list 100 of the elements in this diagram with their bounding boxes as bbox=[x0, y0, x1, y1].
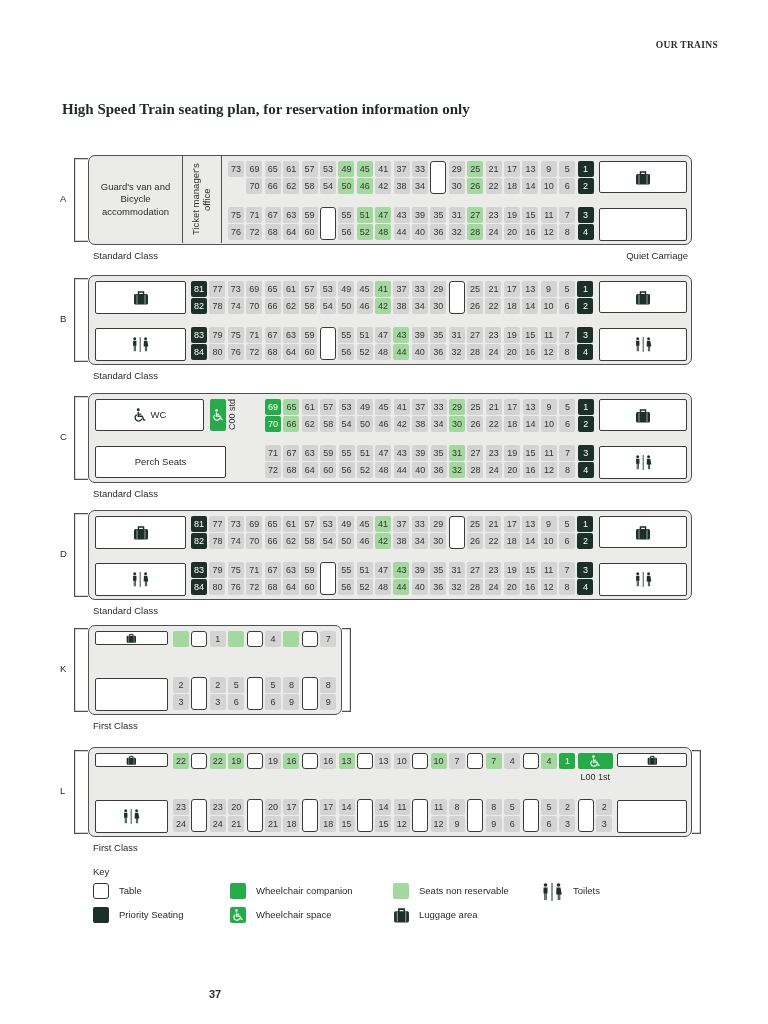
seat: 68 bbox=[264, 344, 281, 360]
class-label: Standard Class bbox=[93, 605, 158, 617]
priority-seat: 83 bbox=[191, 562, 207, 578]
seat: 67 bbox=[283, 445, 300, 461]
seat: 80 bbox=[209, 344, 226, 360]
priority-seat: 4 bbox=[577, 579, 594, 595]
table bbox=[319, 327, 336, 360]
seat: 13 bbox=[522, 516, 539, 532]
table bbox=[412, 753, 429, 769]
seat: 27 bbox=[467, 562, 483, 578]
priority-seat: 81 bbox=[191, 516, 207, 532]
class-label: First Class bbox=[93, 720, 138, 732]
carriage-outline bbox=[88, 625, 342, 715]
table bbox=[246, 799, 263, 832]
non-reservable-seat: 31 bbox=[449, 445, 465, 461]
seat: 33 bbox=[412, 161, 428, 177]
non-reservable-seat: 42 bbox=[375, 533, 391, 549]
seat: 15 bbox=[522, 327, 539, 343]
seat: 9 bbox=[540, 281, 557, 297]
seat: 5 bbox=[504, 799, 521, 815]
table bbox=[191, 631, 208, 647]
seat: 15 bbox=[522, 445, 539, 461]
seat: 70 bbox=[246, 298, 263, 314]
seat: 43 bbox=[393, 445, 410, 461]
table bbox=[301, 677, 318, 710]
seat: 7 bbox=[559, 562, 575, 578]
seat: 72 bbox=[265, 462, 281, 478]
priority-seat: 3 bbox=[577, 562, 594, 578]
seat: 77 bbox=[209, 516, 226, 532]
seat: 23 bbox=[485, 445, 502, 461]
table bbox=[522, 753, 539, 769]
table bbox=[191, 677, 208, 710]
seat: 50 bbox=[338, 298, 355, 314]
seat: 60 bbox=[301, 579, 318, 595]
non-reservable-seat bbox=[228, 631, 245, 647]
seat: 40 bbox=[412, 462, 429, 478]
seat: 61 bbox=[283, 281, 299, 297]
seat: 75 bbox=[227, 562, 244, 578]
seat: 52 bbox=[356, 579, 373, 595]
seat: 35 bbox=[430, 445, 447, 461]
seat: 72 bbox=[246, 344, 263, 360]
table bbox=[191, 753, 208, 769]
table bbox=[246, 753, 263, 769]
seat: 18 bbox=[503, 533, 520, 549]
seat: 3 bbox=[173, 694, 189, 710]
seat: 59 bbox=[301, 207, 318, 223]
seat: 53 bbox=[319, 281, 336, 297]
seat: 69 bbox=[246, 161, 263, 177]
seat: 6 bbox=[559, 298, 575, 314]
seat: 8 bbox=[485, 799, 502, 815]
seat: 42 bbox=[375, 178, 392, 194]
luggage-area bbox=[599, 161, 687, 193]
seat: 51 bbox=[356, 327, 373, 343]
seat: 36 bbox=[430, 462, 447, 478]
seat: 15 bbox=[338, 816, 355, 832]
seat: 12 bbox=[541, 462, 557, 478]
room bbox=[599, 208, 687, 241]
seat: 36 bbox=[430, 224, 447, 240]
seat: 25 bbox=[467, 516, 483, 532]
seat: 72 bbox=[246, 579, 263, 595]
seat: 57 bbox=[301, 161, 318, 177]
seat: 27 bbox=[467, 445, 484, 461]
seat: 76 bbox=[227, 579, 244, 595]
seat: 20 bbox=[265, 799, 281, 815]
seat: 8 bbox=[320, 677, 337, 693]
seat: 12 bbox=[540, 224, 557, 240]
seat: 24 bbox=[485, 344, 502, 360]
seat: 18 bbox=[503, 298, 520, 314]
seat: 72 bbox=[246, 224, 263, 240]
seat: 59 bbox=[301, 327, 318, 343]
seat: 36 bbox=[430, 579, 447, 595]
seat: 9 bbox=[541, 399, 557, 415]
seat: 27 bbox=[467, 327, 483, 343]
seat: 11 bbox=[541, 445, 557, 461]
toilet-area bbox=[599, 446, 687, 479]
seat: 21 bbox=[485, 281, 502, 297]
priority-seat: 4 bbox=[577, 462, 594, 478]
seat: 52 bbox=[356, 344, 373, 360]
table bbox=[357, 799, 373, 832]
seat: 34 bbox=[412, 178, 428, 194]
seat: 29 bbox=[448, 161, 465, 177]
legend-label: Wheelchair companion bbox=[256, 885, 353, 897]
seat: 32 bbox=[448, 579, 465, 595]
seat: 9 bbox=[485, 816, 502, 832]
space-code: C00 std bbox=[228, 399, 237, 431]
seat: 67 bbox=[264, 207, 281, 223]
seat: 56 bbox=[338, 344, 355, 360]
seat: 5 bbox=[541, 799, 557, 815]
seat: 13 bbox=[375, 753, 392, 769]
seat: 48 bbox=[375, 579, 391, 595]
seat: 24 bbox=[485, 224, 502, 240]
seat: 73 bbox=[227, 281, 244, 297]
seat: 48 bbox=[375, 344, 391, 360]
seat: 16 bbox=[522, 462, 539, 478]
seat: 31 bbox=[448, 562, 465, 578]
seat: 79 bbox=[209, 562, 226, 578]
priority-seat: 2 bbox=[577, 178, 594, 194]
seat: 64 bbox=[283, 344, 299, 360]
legend-label: Priority Seating bbox=[119, 909, 184, 921]
seat: 11 bbox=[540, 207, 557, 223]
